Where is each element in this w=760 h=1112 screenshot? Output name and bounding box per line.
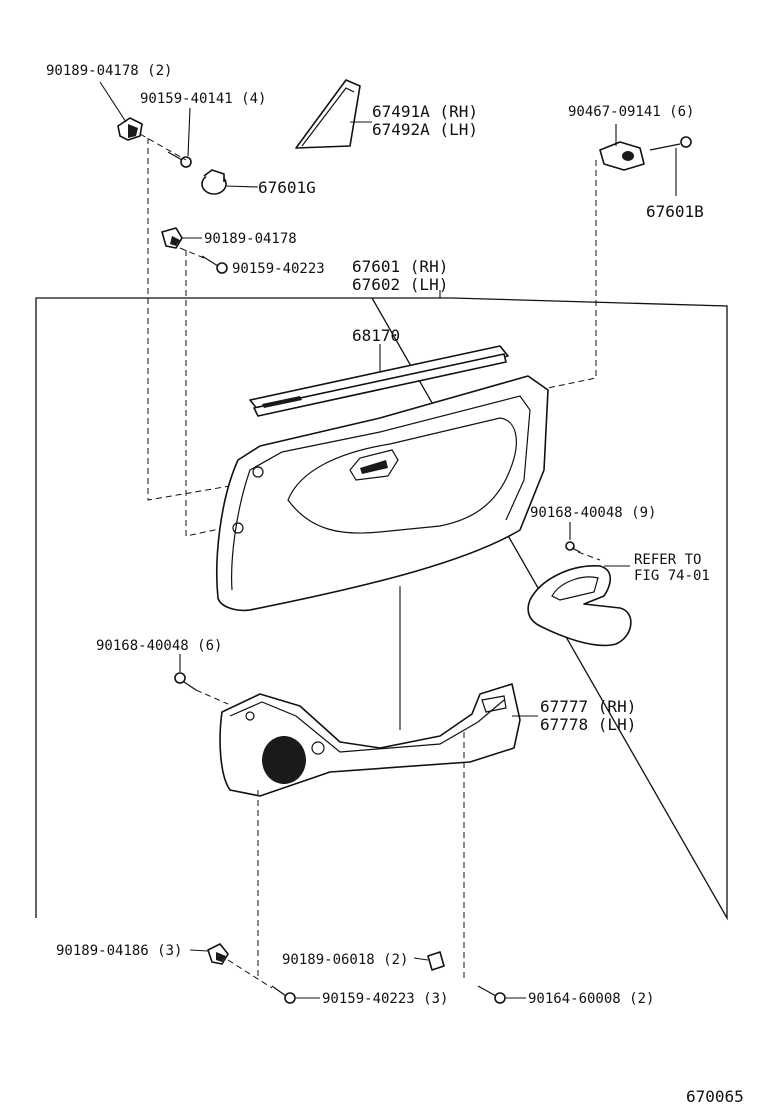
clip-90189-06018 <box>427 951 445 971</box>
inside-handle <box>527 565 632 647</box>
armrest-pocket-67777 <box>219 683 521 797</box>
clip-90189-04186 <box>207 943 229 965</box>
leader-90189-04186 <box>189 949 209 952</box>
dash-handle <box>577 551 601 561</box>
door-panel-67601 <box>216 375 549 612</box>
label-fig-74-01: FIG 74-01 <box>634 568 710 584</box>
clip-90189-04178-top <box>117 117 143 141</box>
dash-pocket-screw <box>195 689 229 705</box>
dash-top-left-2 <box>139 133 187 161</box>
screw-90159-40223 <box>201 255 228 274</box>
label-90467-09141-6: 90467-09141 (6) <box>568 104 694 120</box>
diagram-id: 670065 <box>686 1087 744 1106</box>
label-67601: 67601 (RH) <box>352 257 448 276</box>
screw-90159-40223-3 <box>271 985 296 1004</box>
label-67492A: 67492A (LH) <box>372 120 478 139</box>
clip-90189-04178-mid <box>161 227 183 249</box>
dash-mid-screw <box>179 247 205 259</box>
dash-top-left-1 <box>147 138 231 501</box>
leader-67601G <box>225 185 259 188</box>
screw-90168-40048-9 <box>565 541 581 553</box>
label-90159-40223-3: 90159-40223 (3) <box>322 991 448 1007</box>
screw-90159-40141 <box>167 151 192 168</box>
label-67601G: 67601G <box>258 178 316 197</box>
leader-90189-04178-2 <box>99 81 127 123</box>
label-90159-40223: 90159-40223 <box>232 261 325 277</box>
label-68170: 68170 <box>352 326 400 345</box>
assembly-frame <box>35 297 728 921</box>
label-refer-to: REFER TO <box>634 552 701 568</box>
screw-90168-40048-6 <box>174 672 197 691</box>
label-67778: 67778 (LH) <box>540 715 636 734</box>
leader-90189-06018 <box>413 957 429 961</box>
label-90189-06018-2: 90189-06018 (2) <box>282 952 408 968</box>
label-67601B: 67601B <box>646 202 704 221</box>
label-90168-40048-6: 90168-40048 (6) <box>96 638 222 654</box>
clip-67601G <box>201 169 227 195</box>
corner-trim-67491A <box>295 79 361 149</box>
dash-bottom-clip <box>227 959 273 989</box>
dash-mid-left <box>185 250 235 537</box>
label-67602: 67602 (LH) <box>352 275 448 294</box>
label-67777: 67777 (RH) <box>540 697 636 716</box>
label-90164-60008-2: 90164-60008 (2) <box>528 991 654 1007</box>
label-90159-40141-4: 90159-40141 (4) <box>140 91 266 107</box>
dash-top-right <box>537 160 597 391</box>
label-90168-40048-9: 90168-40048 (9) <box>530 505 656 521</box>
leader-90159-40141 <box>187 107 191 157</box>
clip-90467-09141 <box>599 136 692 171</box>
label-90189-04186-3: 90189-04186 (3) <box>56 943 182 959</box>
label-90189-04178: 90189-04178 <box>204 231 297 247</box>
label-67491A: 67491A (RH) <box>372 102 478 121</box>
label-90189-04178-2: 90189-04178 (2) <box>46 63 172 79</box>
screw-90164-60008 <box>477 985 506 1004</box>
weatherstrip-68170 <box>249 345 509 417</box>
